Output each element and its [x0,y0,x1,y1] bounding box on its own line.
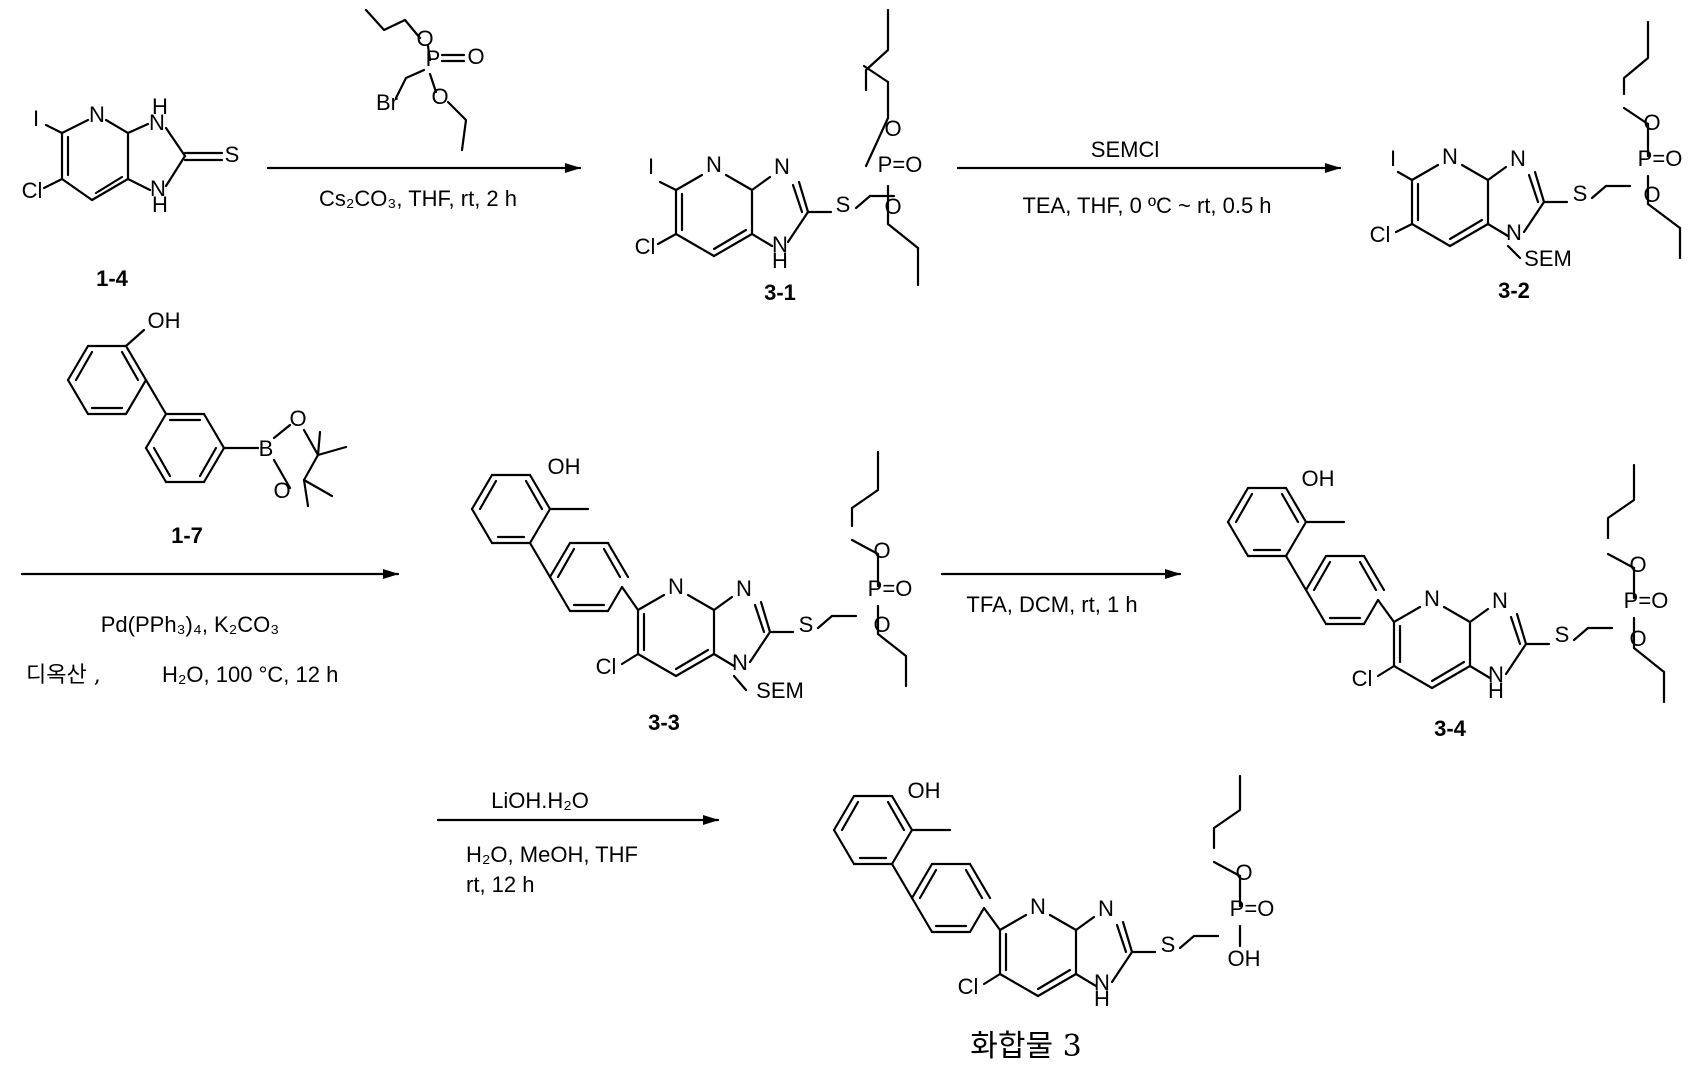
atom-iodine: I [33,106,39,131]
atom-hydroxyl: OH [1302,466,1335,491]
compound-label-3-1: 3-1 [764,280,796,305]
atom-oxygen: O [1643,110,1660,135]
atom-hydrogen: H [1488,678,1504,703]
atom-phosphoryl: P=O [1638,146,1683,171]
atom-sulfur: S [1555,622,1570,647]
compound-3-4-structure: OH N N N H Cl S P=O O O [1228,465,1668,703]
step5-solvents: H₂O, MeOH, THF [466,842,638,867]
atom-chlorine: Cl [635,234,656,259]
atom-oxygen: O [273,478,290,503]
step2-conditions: TEA, THF, 0 ºC ~ rt, 0.5 h [1022,193,1271,218]
compound-label-1-7: 1-7 [171,523,203,548]
atom-oxygen: O [289,406,306,431]
atom-sulfur: S [1161,932,1176,957]
atom-phosphoryl: P=O [1624,588,1669,613]
atom-nitrogen: N [1492,588,1508,613]
atom-nitrogen: N [1510,146,1526,171]
atom-hydrogen: H [772,248,788,273]
atom-nitrogen: N [149,110,165,135]
compound-1-4-structure: I Cl N H N N H S [22,94,240,217]
atom-oxygen: O [873,612,890,637]
atom-hydroxyl: OH [908,778,941,803]
atom-chlorine: Cl [22,178,43,203]
compound-label-3-4: 3-4 [1434,716,1467,741]
atom-chlorine: Cl [1352,666,1373,691]
step5-reagent: LiOH.H₂O [491,788,589,813]
step5-time: rt, 12 h [466,872,534,897]
atom-phosphoryl: P=O [868,576,913,601]
atom-nitrogen: N [1442,144,1458,169]
atom-phosphoryl: P=O [878,152,923,177]
atom-chlorine: Cl [1370,222,1391,247]
compound-label-3: 화합물 3 [970,1029,1081,1064]
atom-nitrogen: N [732,650,748,675]
atom-chlorine: Cl [958,974,979,999]
atom-nitrogen: N [89,102,105,127]
step3-catalyst: Pd(PPh₃)₄, K₂CO₃ [101,612,279,637]
compound-3-structure: OH N N N H Cl S P=O O OH [834,776,1274,1011]
atom-nitrogen: N [1424,586,1440,611]
atom-sulfur: S [836,192,851,217]
atom-nitrogen: N [1098,896,1114,921]
atom-nitrogen: N [774,154,790,179]
atom-sulfur: S [225,142,240,167]
atom-oxygen: O [467,44,484,69]
atom-phosphorus: P [426,46,441,71]
atom-sem: SEM [756,678,804,703]
atom-sulfur: S [1573,181,1588,206]
step3-solvent-korean: 디옥산 , [26,663,101,688]
compound-3-3-structure: OH N N N Cl SEM S P=O O O [472,452,912,703]
atom-bromine: Br [376,90,398,115]
reagent-bromomethylphosphonate: O P O Br O [366,10,485,150]
atom-iodine: I [1390,146,1396,171]
atom-oxygen: O [1235,860,1252,885]
step1-conditions: Cs₂CO₃, THF, rt, 2 h [319,186,517,211]
step2-reagent: SEMCl [1091,137,1159,162]
compound-3-1-structure: I Cl N N N H S P=O O O [635,10,923,285]
step3-conditions: H₂O, 100 °C, 12 h [162,662,338,687]
atom-nitrogen: N [1506,220,1522,245]
atom-sem: SEM [1524,246,1572,271]
atom-chlorine: Cl [596,654,617,679]
atom-hydroxyl: OH [148,308,181,333]
compound-label-3-3: 3-3 [648,710,680,735]
compound-label-1-4: 1-4 [96,266,129,291]
atom-hydroxyl: OH [1228,946,1261,971]
atom-iodine: I [648,154,654,179]
atom-nitrogen: N [706,152,722,177]
atom-oxygen: O [884,194,901,219]
atom-hydroxyl: OH [548,454,581,479]
atom-nitrogen: N [668,574,684,599]
atom-boron: B [259,436,274,461]
atom-oxygen: O [873,538,890,563]
atom-oxygen: O [884,116,901,141]
atom-oxygen: O [1643,182,1660,207]
atom-oxygen: O [1629,552,1646,577]
atom-hydrogen: H [152,192,168,217]
atom-oxygen: O [431,84,448,109]
atom-oxygen: O [1629,626,1646,651]
step4-conditions: TFA, DCM, rt, 1 h [966,592,1137,617]
compound-3-2-structure: I Cl N N N SEM S P=O O O [1370,22,1683,271]
atom-sulfur: S [799,612,814,637]
reagent-1-7-structure: OH B O O [68,308,346,506]
compound-label-3-2: 3-2 [1498,278,1530,303]
atom-phosphoryl: P=O [1230,896,1275,921]
atom-nitrogen: N [1030,894,1046,919]
atom-nitrogen: N [736,576,752,601]
atom-hydrogen: H [1094,986,1110,1011]
